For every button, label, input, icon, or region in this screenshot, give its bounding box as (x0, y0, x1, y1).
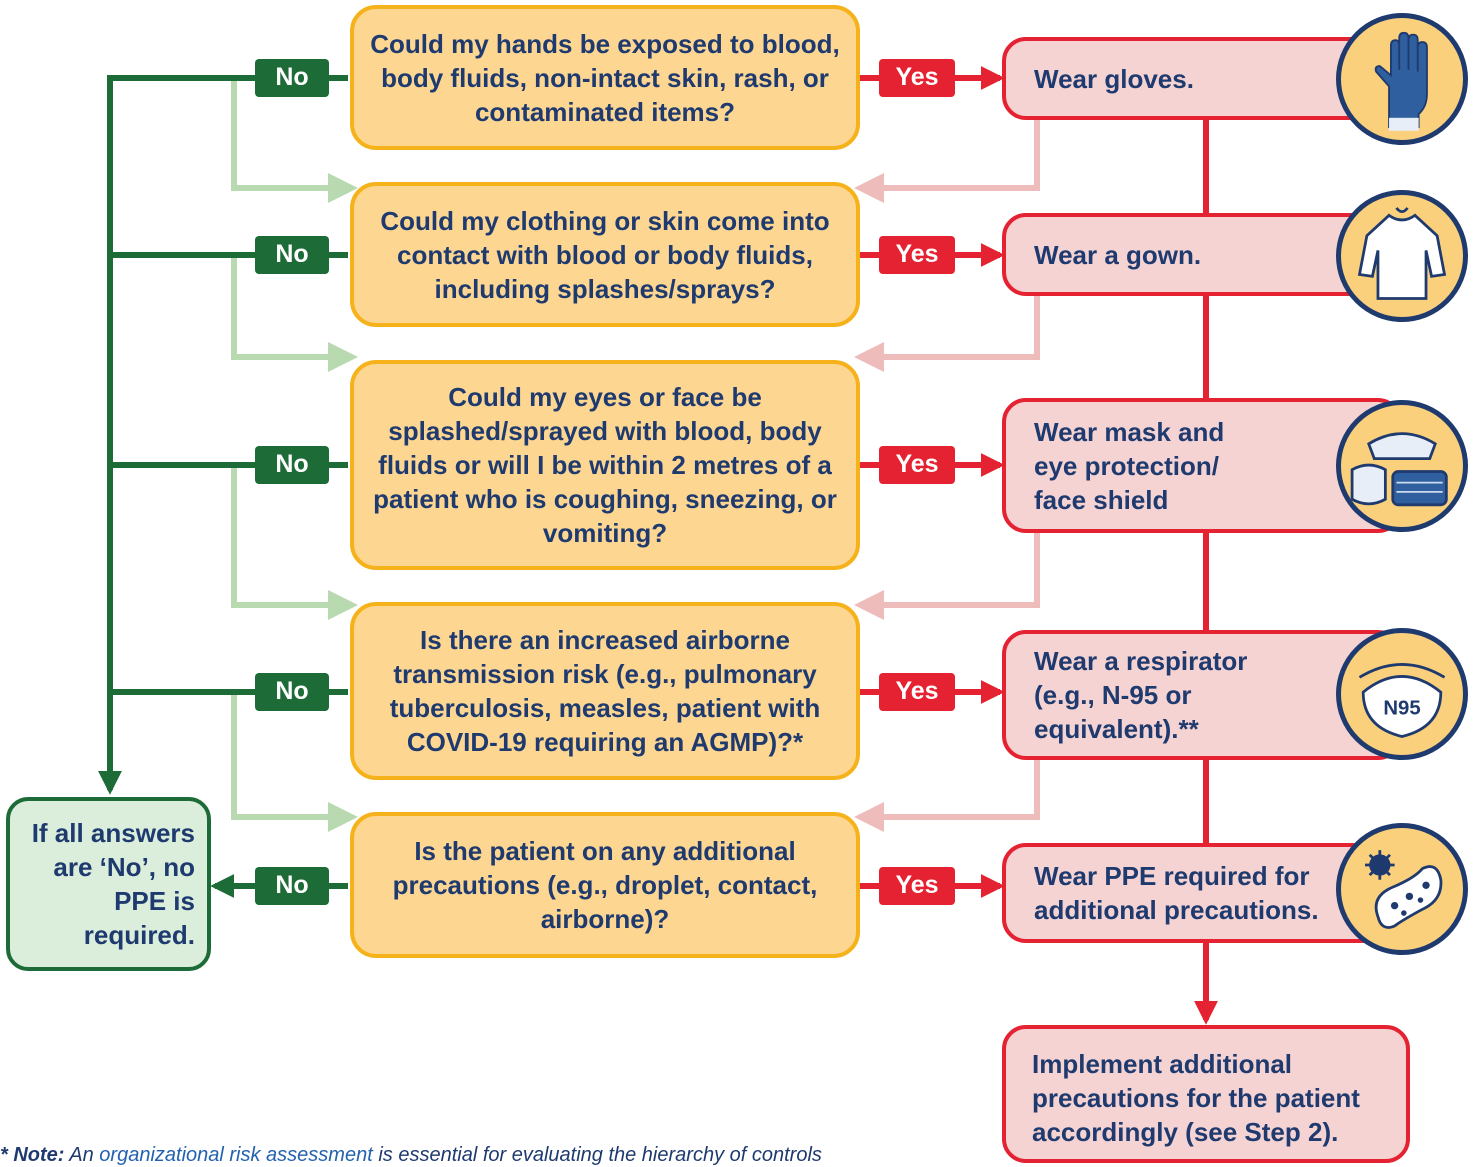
question-airborne: Is there an increased airborne transmiss… (350, 602, 860, 780)
action-gown: Wear a gown. (1002, 213, 1402, 296)
footnote-lead: * Note: (0, 1144, 65, 1166)
no-label-3: No (255, 446, 329, 484)
yes-label-5: Yes (879, 867, 955, 905)
mask-goggles-icon (1336, 400, 1468, 532)
n95-respirator-icon: N95 (1336, 628, 1468, 760)
action-mask-eye-protection: Wear mask and eye protection/ face shiel… (1002, 398, 1402, 533)
no-continuation-arrows (231, 78, 358, 832)
action-respirator-text: Wear a respirator (e.g., N-95 or equival… (1034, 646, 1248, 744)
question-hands: Could my hands be exposed to blood, body… (350, 5, 860, 150)
footnote-text-1: An (64, 1144, 100, 1166)
action-additional-ppe: Wear PPE required for additional precaut… (1002, 843, 1402, 943)
step-2-reference[interactable]: Step 2 (1244, 1117, 1323, 1147)
yes-label-2: Yes (879, 236, 955, 274)
risk-assessment-link[interactable]: organizational risk assessment (99, 1144, 373, 1166)
implement-end: ). (1322, 1117, 1339, 1147)
no-label-4: No (255, 673, 329, 711)
gown-icon (1336, 190, 1468, 322)
no-label-5: No (255, 867, 329, 905)
question-additional-precautions: Is the patient on any additional precaut… (350, 812, 860, 958)
no-ppe-result: If all answers are ‘No’, no PPE is requi… (6, 797, 211, 971)
action-additional-text: Wear PPE required for additional precaut… (1034, 861, 1319, 925)
action-mask-text: Wear mask and eye protection/ face shiel… (1034, 416, 1225, 515)
n95-label: N95 (1383, 697, 1420, 719)
yes-label-3: Yes (879, 446, 955, 484)
action-gloves: Wear gloves. (1002, 37, 1402, 120)
germ-icon (1336, 823, 1468, 955)
question-eyes-face: Could my eyes or face be splashed/spraye… (350, 360, 860, 570)
yes-continuation-arrows (854, 120, 1040, 832)
footnote: * Note: An organizational risk assessmen… (0, 1144, 940, 1167)
yes-label-1: Yes (879, 59, 955, 97)
glove-icon (1336, 13, 1468, 145)
footnote-text-2: is essential for evaluating the hierarch… (372, 1144, 822, 1166)
no-label-2: No (255, 236, 329, 274)
implement-precautions-box: Implement additional precautions for the… (1002, 1025, 1410, 1163)
yes-label-4: Yes (879, 673, 955, 711)
question-clothing: Could my clothing or skin come into cont… (350, 182, 860, 327)
no-label-1: No (255, 59, 329, 97)
implement-text: Implement additional precautions for the… (1032, 1049, 1360, 1147)
